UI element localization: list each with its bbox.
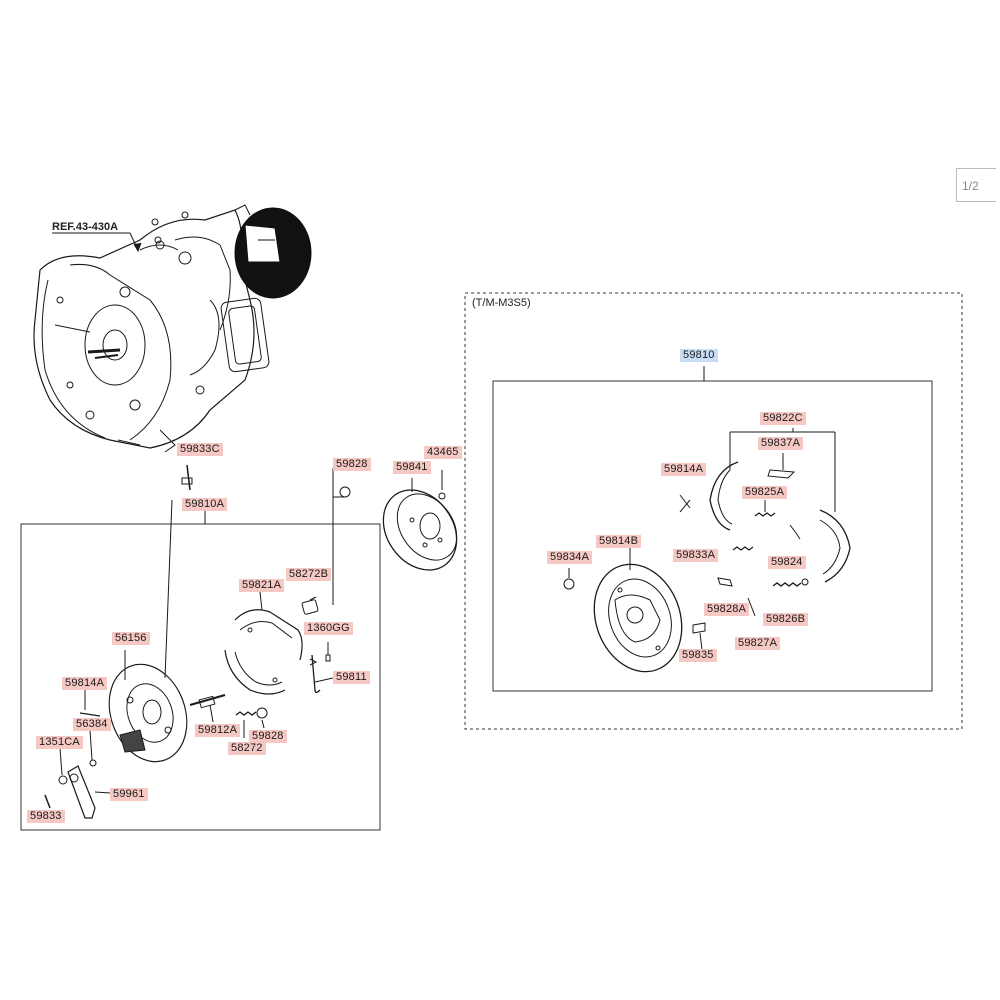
part-label-59827A[interactable]: 59827A xyxy=(735,637,781,650)
part-label-59824[interactable]: 59824 xyxy=(768,556,806,569)
part-label-59811[interactable]: 59811 xyxy=(333,671,370,684)
part-label-58272B[interactable]: 58272B xyxy=(286,568,332,581)
transaxle-housing-drawing xyxy=(33,204,312,453)
part-label-59833A[interactable]: 59833A xyxy=(673,549,719,562)
right-brake-assembly-frame xyxy=(492,380,933,692)
part-label-59828A[interactable]: 59828A xyxy=(704,603,750,616)
part-label-59833[interactable]: 59833 xyxy=(27,810,65,823)
part-label-59826B[interactable]: 59826B xyxy=(763,613,809,626)
part-label-59821A[interactable]: 59821A xyxy=(239,579,285,592)
part-label-56384[interactable]: 56384 xyxy=(73,718,111,731)
part-label-56156[interactable]: 56156 xyxy=(112,632,150,645)
part-label-59812A[interactable]: 59812A xyxy=(195,724,241,737)
left-brake-assembly-frame xyxy=(20,523,381,831)
part-label-59837A[interactable]: 59837A xyxy=(758,437,804,450)
part-label-59814B[interactable]: 59814B xyxy=(596,535,642,548)
part-label-43465[interactable]: 43465 xyxy=(424,446,462,459)
part-label-59828-bottom[interactable]: 59828 xyxy=(249,730,287,743)
part-label-59810A[interactable]: 59810A xyxy=(182,498,228,511)
backing-plate-drawing xyxy=(108,663,188,763)
part-label-59822C[interactable]: 59822C xyxy=(760,412,806,425)
brake-drum-drawing xyxy=(382,489,458,571)
part-label-1360GG[interactable]: 1360GG xyxy=(304,622,353,635)
brake-shoes-drawing xyxy=(224,609,303,695)
part-label-59833C[interactable]: 59833C xyxy=(177,443,223,456)
reference-label: REF.43-430A xyxy=(52,221,119,233)
part-label-59828-top[interactable]: 59828 xyxy=(333,458,371,471)
variant-dashed-frame xyxy=(464,292,963,730)
page-indicator[interactable]: 1/2 xyxy=(956,168,996,202)
part-label-59834A[interactable]: 59834A xyxy=(547,551,593,564)
right-backing-plate-drawing xyxy=(593,563,683,673)
part-label-59841[interactable]: 59841 xyxy=(393,461,431,474)
part-label-1351CA[interactable]: 1351CA xyxy=(36,736,83,749)
part-label-58272[interactable]: 58272 xyxy=(228,742,266,755)
part-label-59835[interactable]: 59835 xyxy=(679,649,717,662)
variant-label: (T/M-M3S5) xyxy=(472,297,531,309)
part-label-59825A[interactable]: 59825A xyxy=(742,486,788,499)
assembly-label-59810[interactable]: 59810 xyxy=(680,349,718,362)
part-label-59814A-right[interactable]: 59814A xyxy=(661,463,707,476)
part-label-59814A-left[interactable]: 59814A xyxy=(62,677,108,690)
part-label-59961[interactable]: 59961 xyxy=(110,788,148,801)
